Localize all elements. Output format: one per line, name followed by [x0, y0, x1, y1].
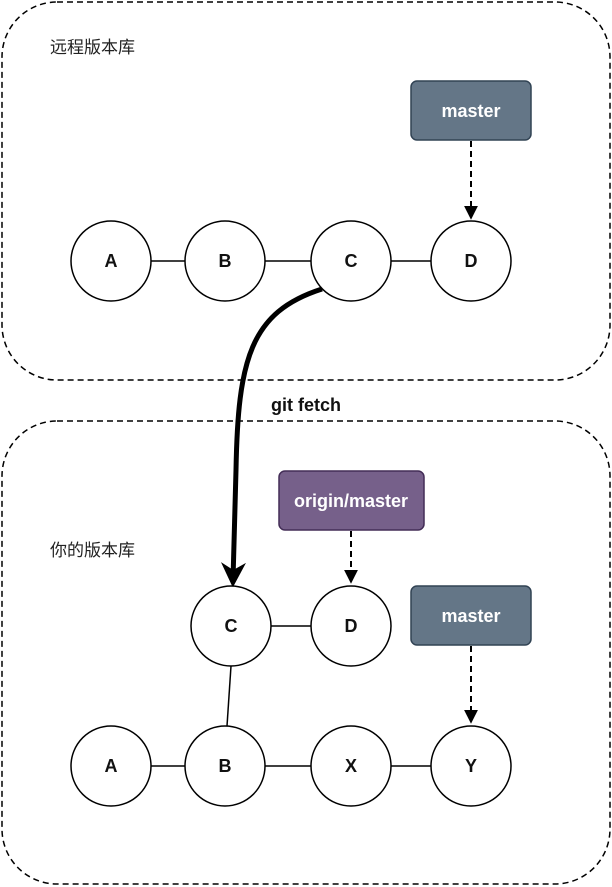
remote-commit-a: A — [70, 220, 152, 302]
git-fetch-arrow — [220, 286, 323, 588]
local-commit-d: D — [310, 585, 392, 667]
commit-circle — [190, 585, 272, 667]
remote-commit-d: D — [430, 220, 512, 302]
local-commit-a: A — [70, 725, 152, 807]
commit-label: D — [465, 251, 478, 271]
commit-label: A — [105, 251, 118, 271]
commit-circle — [430, 725, 512, 807]
local-commit-b: B — [184, 725, 266, 807]
commit-label: B — [219, 756, 232, 776]
local-commit-y: Y — [430, 725, 512, 807]
edge-local-b-c — [226, 665, 232, 727]
commit-circle — [430, 220, 512, 302]
commit-circle — [310, 220, 392, 302]
commit-label: D — [345, 616, 358, 636]
remote-repo-boundary — [1, 1, 611, 381]
remote-master-tag: master — [410, 80, 532, 141]
local-repo-label: 你的版本库 — [50, 541, 135, 561]
master-tag-label: master — [441, 606, 500, 626]
local-repo-boundary — [1, 420, 611, 885]
master-tag-box — [410, 80, 532, 141]
commit-circle — [310, 585, 392, 667]
commit-label: C — [225, 616, 238, 636]
local-commit-x: X — [310, 725, 392, 807]
commit-circle — [184, 220, 266, 302]
commit-circle — [184, 725, 266, 807]
local-commit-c: C — [190, 585, 272, 667]
origin-master-tag-label: origin/master — [294, 491, 408, 511]
local-edges — [151, 625, 431, 767]
remote-commit-c: C — [310, 220, 392, 302]
commit-label: C — [345, 251, 358, 271]
git-fetch-label: git fetch — [271, 395, 341, 415]
origin-master-tag-box — [278, 470, 425, 531]
master-tag-box — [410, 585, 532, 646]
commit-label: B — [219, 251, 232, 271]
local-master-tag: master — [410, 585, 532, 646]
master-tag-label: master — [441, 101, 500, 121]
remote-repo-region: 远程版本库 — [1, 1, 611, 381]
local-repo-region: 你的版本库 — [1, 420, 611, 885]
origin-master-tag: origin/master — [278, 470, 425, 531]
remote-commit-b: B — [184, 220, 266, 302]
commit-circle — [70, 220, 152, 302]
commit-circle — [310, 725, 392, 807]
commit-label: Y — [465, 756, 477, 776]
commit-circle — [70, 725, 152, 807]
commit-label: X — [345, 756, 357, 776]
commit-label: A — [105, 756, 118, 776]
remote-repo-label: 远程版本库 — [50, 38, 135, 58]
